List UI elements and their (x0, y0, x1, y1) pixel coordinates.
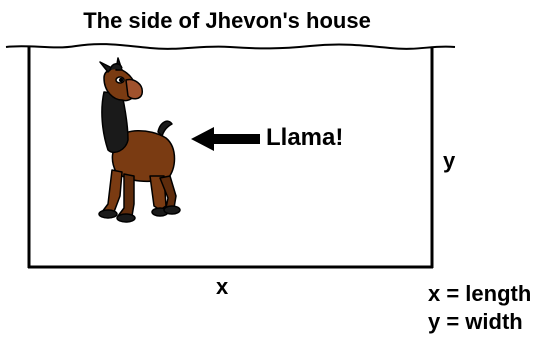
legend-y-definition: y = width (428, 309, 523, 334)
side-label-x: x (216, 274, 229, 299)
legend-x-definition: x = length (428, 281, 532, 306)
diagram-title: The side of Jhevon's house (83, 8, 371, 33)
side-label-y: y (443, 148, 456, 173)
arrow-icon (191, 127, 260, 151)
llama-illustration (98, 57, 181, 223)
llama-callout-label: Llama! (266, 124, 344, 151)
wall-top-edge (5, 43, 456, 50)
